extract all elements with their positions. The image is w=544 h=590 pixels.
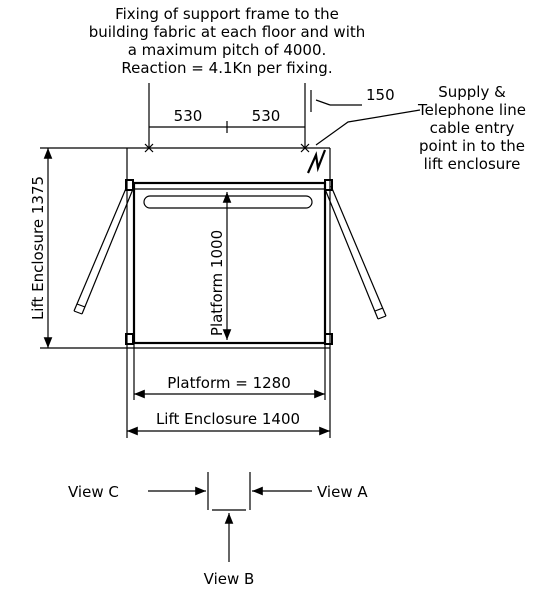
- lift-enclosure: [126, 147, 331, 349]
- hinge-top-left-icon: [125, 179, 134, 191]
- supply-note-line-4: point in to the: [419, 137, 525, 155]
- fixing-point-right-icon: [300, 143, 310, 153]
- handrail-icon: [143, 195, 313, 209]
- fixing-note-line-1: Fixing of support frame to the: [115, 5, 339, 23]
- fixing-note-line-2: building fabric at each floor and with: [89, 23, 366, 41]
- dim-150-leader: [315, 99, 331, 106]
- supply-note-line-2: Telephone line: [417, 101, 526, 119]
- dim-enclosure-height: Lift Enclosure 1375: [29, 147, 127, 349]
- supply-note: Supply & Telephone line cable entry poin…: [417, 83, 526, 173]
- view-a-label: View A: [317, 483, 368, 501]
- dim-platform-depth: Platform 1000: [208, 192, 232, 340]
- hinge-bottom-left-icon: [125, 333, 134, 345]
- supply-note-line-3: cable entry: [430, 119, 515, 137]
- fixing-note: Fixing of support frame to the building …: [89, 5, 366, 77]
- top-dimension: 530 530 150: [148, 83, 395, 148]
- fixing-note-line-4: Reaction = 4.1Kn per fixing.: [121, 59, 332, 77]
- dim-platform-1000: Platform 1000: [208, 230, 226, 336]
- gate-right-icon: [324, 185, 387, 320]
- view-c-label: View C: [68, 483, 119, 501]
- fixing-point-left-icon: [144, 143, 154, 153]
- dim-530-right: 530: [252, 107, 281, 125]
- fixing-note-line-3: a maximum pitch of 4000.: [128, 41, 327, 59]
- dim-platform-width: Platform = 1280: [133, 343, 326, 400]
- dim-lift-enclosure-1375: Lift Enclosure 1375: [29, 176, 47, 320]
- dim-530-left: 530: [174, 107, 203, 125]
- dim-enclosure-width: Lift Enclosure 1400: [126, 348, 331, 438]
- hinge-bottom-right-icon: [324, 333, 333, 345]
- platform: [125, 179, 333, 345]
- dim-150: 150: [366, 86, 395, 104]
- dim-platform-1280: Platform = 1280: [167, 374, 291, 392]
- dim-lift-enclosure-1400: Lift Enclosure 1400: [156, 410, 300, 428]
- platform-outline: [132, 181, 327, 345]
- supply-note-line-5: lift enclosure: [424, 155, 521, 173]
- hinge-top-right-icon: [324, 179, 333, 191]
- view-key: View C View A View B: [68, 472, 368, 588]
- supply-note-line-1: Supply &: [438, 83, 506, 101]
- gate-left-icon: [73, 185, 134, 315]
- view-b-label: View B: [204, 570, 255, 588]
- supply-leader: [315, 109, 421, 146]
- cable-entry-icon: [306, 149, 327, 174]
